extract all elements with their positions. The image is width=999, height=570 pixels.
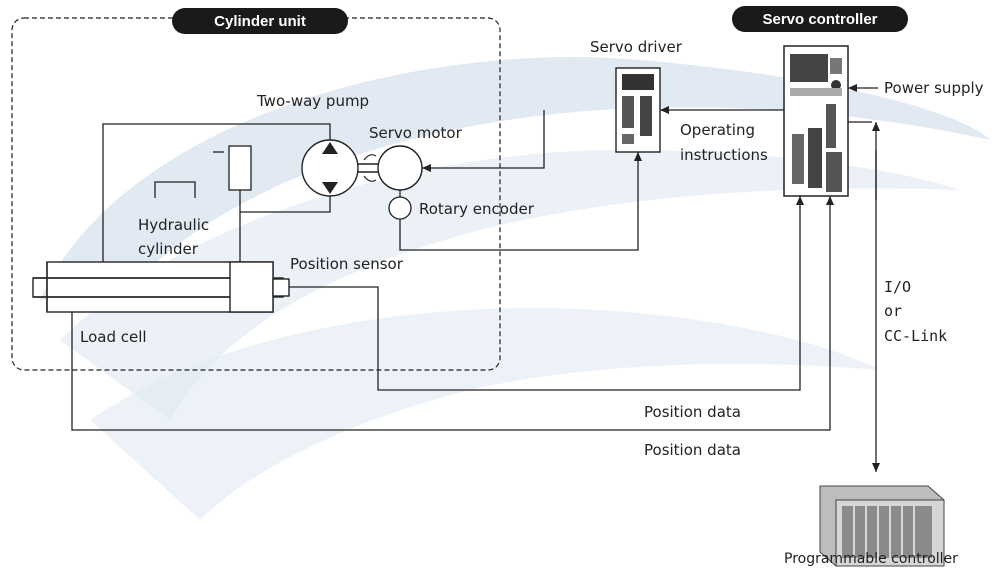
programmable-controller-label: Programmable controller xyxy=(784,551,958,567)
two-way-pump-label: Two-way pump xyxy=(257,92,370,110)
position-sensor-label: Position sensor xyxy=(290,255,403,273)
servo-motor-symbol xyxy=(377,145,423,191)
driver-to-motor-arrow xyxy=(422,110,545,172)
rotation-arrows xyxy=(363,154,377,182)
power-supply-label: Power supply xyxy=(884,79,984,97)
operating-instructions-label-1: Operating xyxy=(680,121,755,139)
servo-motor-label: Servo motor xyxy=(369,124,462,142)
position-data-line-2 xyxy=(71,196,834,431)
valve-block xyxy=(228,145,252,191)
io-label-2: or xyxy=(884,302,903,320)
hydraulic-cylinder-label-1: Hydraulic xyxy=(138,216,210,234)
background-swoosh xyxy=(40,57,990,520)
servo-controller-device xyxy=(783,45,849,197)
programmable-controller-device xyxy=(819,485,945,567)
hydraulic-cylinder-symbol xyxy=(32,261,290,313)
servo-driver-device xyxy=(615,67,661,153)
servo-controller-title: Servo controller xyxy=(732,6,908,32)
io-label-3: CC-Link xyxy=(884,327,948,345)
hydraulic-cylinder-label-2: cylinder xyxy=(138,240,198,258)
position-data-line-1 xyxy=(289,196,804,391)
operating-instructions-label-2: instructions xyxy=(680,146,768,164)
position-data-label-1: Position data xyxy=(644,403,741,421)
load-cell-label: Load cell xyxy=(80,328,147,346)
io-label-1: I/O xyxy=(884,278,912,296)
rotary-encoder-label: Rotary encoder xyxy=(419,200,534,218)
position-data-label-2: Position data xyxy=(644,441,741,459)
servo-driver-label: Servo driver xyxy=(590,38,682,56)
two-way-pump-symbol xyxy=(301,139,359,197)
encoder-feedback-arrow xyxy=(399,152,642,251)
pump-motor-shaft xyxy=(358,163,380,173)
rotary-encoder-symbol xyxy=(388,196,412,220)
hydraulic-lines xyxy=(102,123,331,262)
cylinder-unit-title: Cylinder unit xyxy=(172,8,348,34)
